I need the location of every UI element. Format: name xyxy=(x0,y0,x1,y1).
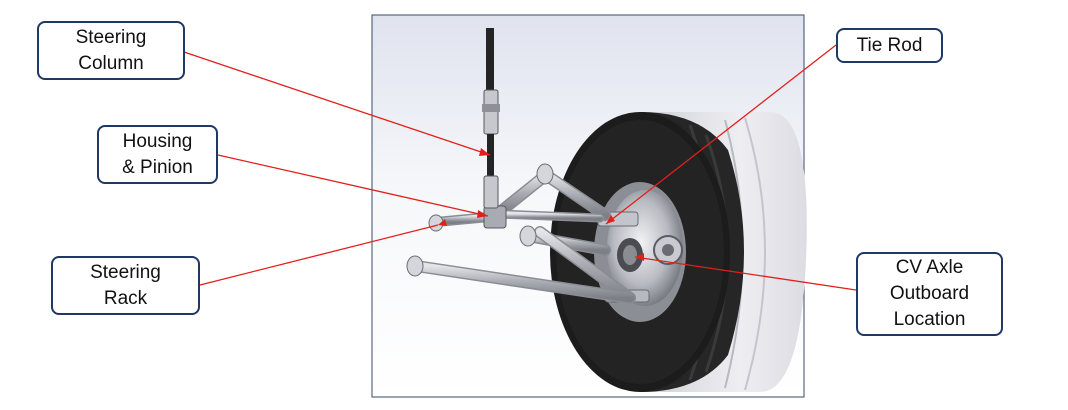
leader-lines xyxy=(183,44,857,291)
suspension-arms xyxy=(406,163,636,304)
leader-housing-pinion xyxy=(217,154,489,217)
leader-arrowheads xyxy=(438,148,644,261)
callout-steering-rack: Steering Rack xyxy=(51,256,200,315)
leader-steering-rack xyxy=(199,224,439,286)
callout-steering-column: Steering Column xyxy=(37,21,185,80)
steering-rack-assembly xyxy=(428,205,605,232)
steering-column xyxy=(482,28,500,209)
callout-tie-rod: Tie Rod xyxy=(836,28,943,63)
leader-cv-axle xyxy=(634,256,857,291)
callout-cv-axle: CV Axle Outboard Location xyxy=(856,252,1003,336)
leader-tie-rod xyxy=(605,44,837,225)
callout-housing-pinion: Housing & Pinion xyxy=(97,125,218,184)
leader-steering-column xyxy=(183,51,491,156)
